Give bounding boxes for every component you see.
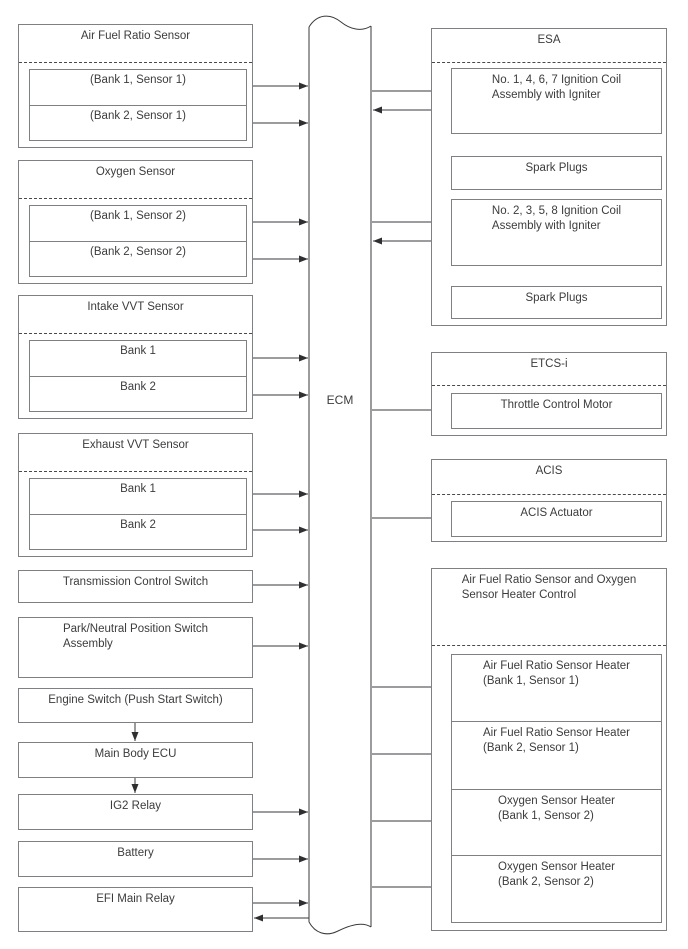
group-header: Intake VVT Sensor bbox=[87, 301, 184, 313]
cell-o2-heater-bank1-sensor2: Oxygen Sensor Heater (Bank 1, Sensor 2) bbox=[452, 789, 661, 855]
dashed-divider bbox=[432, 645, 666, 646]
ecm-band-top-wave bbox=[308, 15, 372, 30]
group-exhaust-vvt-sensor: Exhaust VVT Sensor Bank 1 Bank 2 bbox=[18, 433, 253, 557]
label-line-2: (Bank 1, Sensor 1) bbox=[482, 674, 579, 687]
box-ignition-coil-2358: No. 2, 3, 5, 8 Ignition Coil Assembly wi… bbox=[451, 199, 662, 266]
group-acis: ACIS ACIS Actuator bbox=[431, 459, 667, 542]
group-header: Oxygen Sensor bbox=[95, 166, 176, 178]
group-header: ETCS-i bbox=[530, 358, 568, 370]
dashed-divider bbox=[19, 333, 252, 334]
cell-bank1-sensor2: (Bank 1, Sensor 2) bbox=[90, 210, 186, 222]
header-line-2: Sensor Heater Control bbox=[461, 588, 577, 601]
group-header: ESA bbox=[537, 34, 561, 46]
label-line-1: Air Fuel Ratio Sensor Heater bbox=[482, 727, 630, 739]
group-header: ACIS bbox=[535, 465, 563, 477]
dashed-divider bbox=[432, 385, 666, 386]
box-throttle-control-motor: Throttle Control Motor bbox=[451, 393, 662, 429]
cell-label: Oxygen Sensor Heater (Bank 1, Sensor 2) bbox=[498, 794, 615, 823]
cell-label: Oxygen Sensor Heater (Bank 2, Sensor 2) bbox=[498, 860, 615, 889]
group-header: Air Fuel Ratio Sensor and Oxygen Sensor … bbox=[462, 573, 637, 602]
group-cells: (Bank 1, Sensor 2) (Bank 2, Sensor 2) bbox=[29, 205, 247, 277]
label-line-1: Oxygen Sensor Heater bbox=[498, 795, 615, 807]
label-line-1: Air Fuel Ratio Sensor Heater bbox=[482, 660, 630, 672]
group-air-fuel-ratio-sensor: Air Fuel Ratio Sensor (Bank 1, Sensor 1)… bbox=[18, 24, 253, 148]
group-header: Exhaust VVT Sensor bbox=[82, 439, 189, 451]
box-main-body-ecu: Main Body ECU bbox=[18, 742, 253, 778]
cell-label: Air Fuel Ratio Sensor Heater (Bank 2, Se… bbox=[483, 726, 630, 755]
label-line-2: (Bank 2, Sensor 1) bbox=[482, 741, 579, 754]
group-oxygen-sensor: Oxygen Sensor (Bank 1, Sensor 2) (Bank 2… bbox=[18, 160, 253, 284]
box-label: No. 2, 3, 5, 8 Ignition Coil Assembly wi… bbox=[492, 204, 621, 233]
box-ignition-coil-1467: No. 1, 4, 6, 7 Ignition Coil Assembly wi… bbox=[451, 68, 662, 134]
group-cells: (Bank 1, Sensor 1) (Bank 2, Sensor 1) bbox=[29, 69, 247, 141]
group-header: Air Fuel Ratio Sensor bbox=[80, 30, 191, 42]
cell-bank2-sensor2: (Bank 2, Sensor 2) bbox=[30, 241, 246, 276]
dashed-divider bbox=[432, 62, 666, 63]
box-transmission-control-switch: Transmission Control Switch bbox=[18, 570, 253, 603]
box-ig2-relay: IG2 Relay bbox=[18, 794, 253, 830]
cell-o2-heater-bank2-sensor2: Oxygen Sensor Heater (Bank 2, Sensor 2) bbox=[452, 855, 661, 922]
heater-cells: Air Fuel Ratio Sensor Heater (Bank 1, Se… bbox=[451, 654, 662, 923]
group-heater-control: Air Fuel Ratio Sensor and Oxygen Sensor … bbox=[431, 568, 667, 931]
label-line-1: No. 1, 4, 6, 7 Ignition Coil bbox=[491, 74, 622, 86]
group-cells: Bank 1 Bank 2 bbox=[29, 478, 247, 550]
label-line-2: Assembly with Igniter bbox=[491, 219, 601, 232]
cell-bank2: Bank 2 bbox=[30, 376, 246, 411]
box-label: EFI Main Relay bbox=[96, 893, 175, 905]
box-battery: Battery bbox=[18, 841, 253, 877]
cell-bank2: Bank 2 bbox=[30, 514, 246, 549]
label-line-2: Assembly bbox=[62, 637, 113, 650]
cell-afr-heater-bank2-sensor1: Air Fuel Ratio Sensor Heater (Bank 2, Se… bbox=[452, 721, 661, 789]
box-label: Spark Plugs bbox=[525, 162, 588, 174]
box-spark-plugs-2: Spark Plugs bbox=[451, 286, 662, 319]
box-label: ACIS Actuator bbox=[520, 507, 593, 519]
box-label: Spark Plugs bbox=[525, 292, 588, 304]
box-label: No. 1, 4, 6, 7 Ignition Coil Assembly wi… bbox=[492, 73, 621, 102]
group-esa: ESA No. 1, 4, 6, 7 Ignition Coil Assembl… bbox=[431, 28, 667, 326]
cell-label: Air Fuel Ratio Sensor Heater (Bank 1, Se… bbox=[483, 659, 630, 688]
box-acis-actuator: ACIS Actuator bbox=[451, 501, 662, 537]
box-label: IG2 Relay bbox=[109, 800, 162, 812]
label-line-1: Oxygen Sensor Heater bbox=[498, 861, 615, 873]
label-line-2: Assembly with Igniter bbox=[491, 88, 601, 101]
group-cells: Bank 1 Bank 2 bbox=[29, 340, 247, 412]
cell-bank1: Bank 1 bbox=[120, 483, 156, 495]
dashed-divider bbox=[19, 62, 252, 63]
box-spark-plugs-1: Spark Plugs bbox=[451, 156, 662, 190]
ecm-label: ECM bbox=[326, 393, 354, 407]
dashed-divider bbox=[19, 471, 252, 472]
header-line-1: Air Fuel Ratio Sensor and Oxygen bbox=[461, 574, 637, 586]
group-intake-vvt-sensor: Intake VVT Sensor Bank 1 Bank 2 bbox=[18, 295, 253, 419]
cell-bank2-sensor1: (Bank 2, Sensor 1) bbox=[30, 105, 246, 140]
box-label: Battery bbox=[117, 847, 154, 859]
box-label: Transmission Control Switch bbox=[62, 576, 209, 588]
cell-afr-heater-bank1-sensor1: Air Fuel Ratio Sensor Heater (Bank 1, Se… bbox=[452, 655, 661, 721]
ecm-band-bottom-wave bbox=[308, 921, 372, 935]
label-line-1: No. 2, 3, 5, 8 Ignition Coil bbox=[491, 205, 622, 217]
label-line-1: Park/Neutral Position Switch bbox=[62, 623, 209, 635]
dashed-divider bbox=[19, 198, 252, 199]
label-line-2: (Bank 2, Sensor 2) bbox=[498, 875, 594, 888]
dashed-divider bbox=[432, 494, 666, 495]
box-efi-main-relay: EFI Main Relay bbox=[18, 887, 253, 932]
box-label: Main Body ECU bbox=[94, 748, 177, 760]
box-engine-switch: Engine Switch (Push Start Switch) bbox=[18, 688, 253, 723]
box-park-neutral-position-switch-assembly: Park/Neutral Position Switch Assembly bbox=[18, 617, 253, 678]
box-label: Throttle Control Motor bbox=[500, 399, 613, 411]
cell-bank1-sensor1: (Bank 1, Sensor 1) bbox=[90, 74, 186, 86]
box-label: Engine Switch (Push Start Switch) bbox=[48, 694, 223, 706]
box-label: Park/Neutral Position Switch Assembly bbox=[63, 622, 208, 651]
label-line-2: (Bank 1, Sensor 2) bbox=[498, 809, 594, 822]
cell-bank1: Bank 1 bbox=[120, 345, 156, 357]
group-etcs-i: ETCS-i Throttle Control Motor bbox=[431, 352, 667, 436]
